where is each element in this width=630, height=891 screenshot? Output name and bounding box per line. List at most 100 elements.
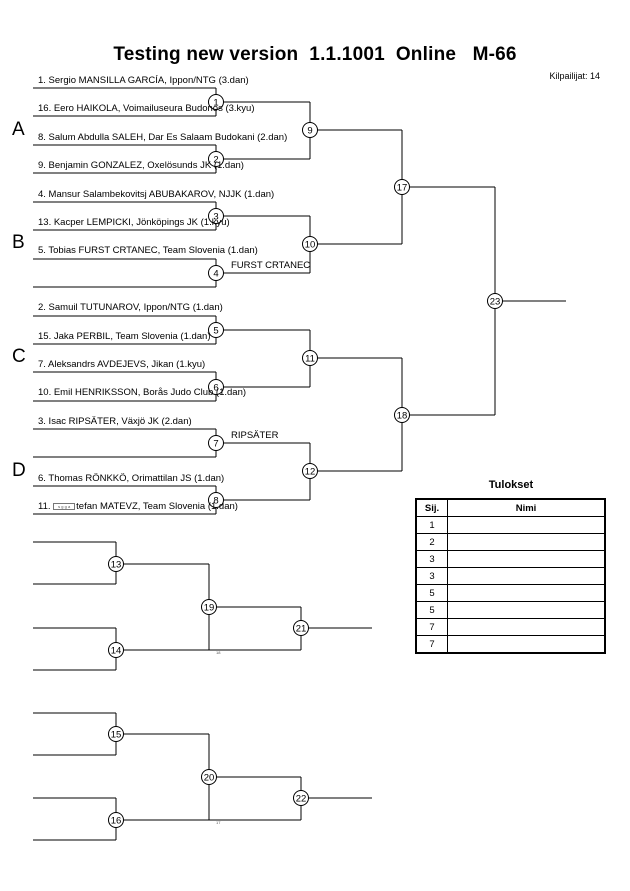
- match-node: 20: [201, 769, 217, 785]
- results-row: 5: [415, 584, 606, 602]
- match-node: 10: [302, 236, 318, 252]
- competitor-11-number: 11.: [38, 501, 51, 512]
- match-number: 23: [490, 297, 501, 308]
- results-row: 7: [415, 618, 606, 636]
- match-node-circle: [394, 407, 410, 423]
- match-node-circle: [108, 642, 124, 658]
- match-node: 2: [208, 151, 224, 167]
- results-name-cell: [447, 618, 606, 636]
- match-node: 19: [201, 599, 217, 615]
- match-node-circle: [302, 463, 318, 479]
- match-node: 3: [208, 208, 224, 224]
- match-number: 9: [307, 126, 312, 137]
- competitor-8: 8. Salum Abdulla SALEH, Dar Es Salaam Bu…: [38, 132, 288, 143]
- pool-label-d: D: [12, 460, 26, 481]
- match-node: 22: [293, 790, 309, 806]
- match-number: 20: [204, 773, 215, 784]
- bye-winner-match-4: FURST CRTANEC: [231, 260, 311, 271]
- match-node: 18: [394, 407, 410, 423]
- match-node-circle: [208, 265, 224, 281]
- competitor-16: 16. Eero HAIKOLA, Voimailuseura Budonos …: [38, 103, 255, 114]
- results-row: 1: [415, 516, 606, 534]
- match-node: 11: [302, 350, 318, 366]
- pool-label-a: A: [12, 119, 25, 140]
- competitor-1: 1. Sergio MANSILLA GARCÍA, Ippon/NTG (3.…: [38, 75, 249, 86]
- match-number: 7: [213, 439, 218, 450]
- match-node: 16: [108, 812, 124, 828]
- results-place: 3: [415, 550, 448, 568]
- loser-stamp-19: 18: [216, 650, 221, 655]
- results-name-cell: [447, 533, 606, 551]
- match-number: 1: [213, 98, 218, 109]
- competitor-4: 4. Mansur Salambekovitsj ABUBAKAROV, NJJ…: [38, 189, 275, 200]
- match-number: 19: [204, 603, 215, 614]
- competitor-count: Kilpailijat: 14: [549, 71, 600, 81]
- competitor-15: 15. Jaka PERBIL, Team Slovenia (1.dan): [38, 331, 211, 342]
- match-number: 14: [111, 646, 122, 657]
- match-node: 6: [208, 379, 224, 395]
- match-node: 5: [208, 322, 224, 338]
- results-name-cell: [447, 584, 606, 602]
- match-node-circle: [208, 492, 224, 508]
- results-place: 5: [415, 601, 448, 619]
- match-node: 21: [293, 620, 309, 636]
- match-number: 2: [213, 155, 218, 166]
- match-number: 13: [111, 560, 122, 571]
- results-place: 2: [415, 533, 448, 551]
- match-number: 3: [213, 212, 218, 223]
- match-node-circle: [302, 350, 318, 366]
- match-node-circle: [208, 151, 224, 167]
- match-node-circle: [201, 769, 217, 785]
- results-place: 5: [415, 584, 448, 602]
- results-table: Sij. Nimi 1 2 3 3 5 5 7 7: [415, 498, 606, 654]
- results-row: 5: [415, 601, 606, 619]
- match-node: 17: [394, 179, 410, 195]
- results-name-cell: [447, 550, 606, 568]
- match-number: 10: [305, 240, 316, 251]
- competitor-2: 2. Samuil TUTUNAROV, Ippon/NTG (1.dan): [38, 302, 223, 313]
- competitor-9: 9. Benjamin GONZALEZ, Oxelösunds JK (1.d…: [38, 160, 244, 171]
- match-node: 12: [302, 463, 318, 479]
- match-node: 8: [208, 492, 224, 508]
- pool-label-c: C: [12, 346, 26, 367]
- match-node: 9: [302, 122, 318, 138]
- match-number: 12: [305, 467, 316, 478]
- match-node-circle: [208, 379, 224, 395]
- match-node: 7: [208, 435, 224, 451]
- competitor-7: 7. Aleksandrs AVDEJEVS, Jikan (1.kyu): [38, 359, 206, 370]
- match-node-circle: [108, 726, 124, 742]
- results-place: 3: [415, 567, 448, 585]
- match-node: 15: [108, 726, 124, 742]
- match-number: 4: [213, 269, 218, 280]
- competitor-10: 10. Emil HENRIKSSON, Borås Judo Club (1.…: [38, 387, 247, 398]
- match-node: 13: [108, 556, 124, 572]
- match-node-circle: [293, 790, 309, 806]
- match-number: 22: [296, 794, 307, 805]
- results-header-row: Sij. Nimi: [415, 498, 606, 517]
- match-number: 17: [397, 183, 408, 194]
- bye-winner-match-7: RIPSÄTER: [231, 430, 279, 441]
- match-node-circle: [108, 556, 124, 572]
- match-number: 16: [111, 816, 122, 827]
- results-row: 3: [415, 550, 606, 568]
- results-name-cell: [447, 567, 606, 585]
- competitor-6: 6. Thomas RÖNKKÖ, Orimattilan JS (1.dan): [38, 473, 225, 484]
- loser-stamp-20: 17: [216, 820, 221, 825]
- match-node: 23: [487, 293, 503, 309]
- match-number: 8: [213, 496, 218, 507]
- match-node-circle: [293, 620, 309, 636]
- match-node-circle: [302, 122, 318, 138]
- results-name-cell: [447, 516, 606, 534]
- match-node-circle: [208, 435, 224, 451]
- match-node-circle: [394, 179, 410, 195]
- results-title: Tulokset: [488, 479, 534, 491]
- match-node-circle: [108, 812, 124, 828]
- match-node: 1: [208, 94, 224, 110]
- match-number: 18: [397, 411, 408, 422]
- results-place: 7: [415, 618, 448, 636]
- match-node-circle: [302, 236, 318, 252]
- match-node-circle: [208, 94, 224, 110]
- pool-label-b: B: [12, 232, 25, 253]
- page-title: Testing new version 1.1.1001 Online M-66: [113, 44, 517, 65]
